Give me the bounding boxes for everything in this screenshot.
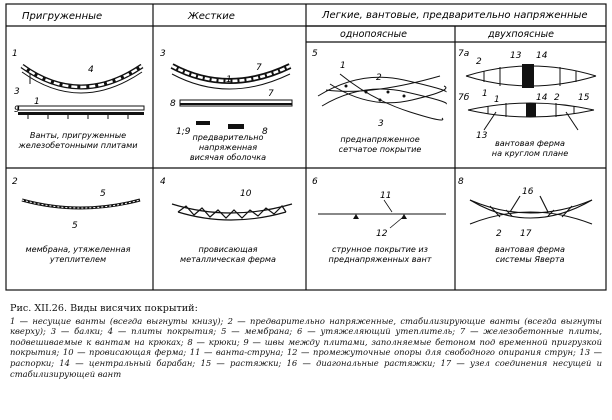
- label: 2: [496, 229, 502, 239]
- header-col1: Пригруженные: [22, 11, 102, 22]
- figure-caption: Рис. XII.26. Виды висячих покрытий: 1 — …: [10, 303, 602, 379]
- label: 10: [240, 189, 252, 199]
- panel-caption-line: утеплителем: [49, 254, 106, 264]
- header-col3a: однопоясные: [340, 29, 407, 40]
- panel-number: 1: [12, 49, 18, 59]
- caption-title: Рис. XII.26. Виды висячих покрытий:: [10, 303, 198, 314]
- panel-caption-line: на круглом плане: [492, 148, 568, 158]
- label: 3: [14, 87, 20, 97]
- label: 5: [100, 189, 106, 199]
- header-col3: Легкие, вантовые, предварительно напряже…: [321, 10, 588, 21]
- panel-number: 5: [312, 49, 318, 59]
- label: 4: [88, 65, 94, 75]
- caption-legend: 1 — несущие ванты (всегда выгнуты книзу)…: [10, 315, 602, 379]
- label: 17: [520, 229, 532, 239]
- figure-panels: Пригруженные Жесткие Легкие, вантовые, п…: [5, 3, 607, 291]
- panel-1: 1 4 3 1 9 Ванты, пригруженные железобето…: [12, 49, 145, 150]
- panel-caption-line: металлическая ферма: [180, 254, 276, 264]
- panel-number: 7a: [458, 49, 469, 59]
- panel-2: 2 5 5 мембрана, утяжеленная утеплителем: [12, 177, 141, 264]
- panel-caption-line: напряженная: [199, 142, 257, 152]
- panel-number: 3: [160, 49, 166, 59]
- panel-caption-line: Ванты, пригруженные: [30, 130, 126, 140]
- label: 7: [256, 63, 262, 73]
- panel-5: 5 1 2 3 преднапряженное сетчатое покрыти…: [312, 49, 447, 154]
- panel-caption-line: предварительно: [192, 132, 263, 142]
- panel-caption-line: преднапряженное: [340, 134, 419, 144]
- label: 13: [476, 131, 488, 141]
- label: 1;9: [176, 127, 191, 137]
- label: 12: [376, 229, 388, 239]
- panel-caption-line: преднапряженных вант: [329, 254, 432, 264]
- label: 1: [494, 95, 500, 105]
- panel-caption-line: вантовая ферма: [495, 138, 565, 148]
- label: 3: [378, 119, 384, 129]
- panel-7: 7a 2 13 14 1 7б 1 14 2 15 13 вантовая фе…: [458, 49, 597, 158]
- panel-caption-line: вантовая ферма: [495, 244, 565, 254]
- header-col3b: двухпоясные: [487, 29, 554, 40]
- label: 5: [72, 221, 78, 231]
- header-col2: Жесткие: [187, 11, 235, 22]
- label: 14: [536, 51, 548, 61]
- panel-3: 3 1 7 8 1;9 7 8 предварительно напряженн…: [160, 49, 293, 162]
- label: 2: [476, 57, 482, 67]
- panel-caption-line: висячая оболочка: [190, 152, 266, 162]
- label: 16: [522, 187, 534, 197]
- label: 14: [536, 93, 548, 103]
- panel-number: 6: [312, 177, 318, 187]
- panel-6: 6 11 12 струнное покрытие из преднапряже…: [312, 177, 446, 264]
- label: 1: [226, 75, 232, 85]
- label: 1: [482, 89, 488, 99]
- panel-number: 4: [160, 177, 166, 187]
- panel-number: 2: [12, 177, 18, 187]
- label: 1: [340, 61, 346, 71]
- label: 7б: [458, 93, 470, 103]
- panel-caption-line: железобетонными плитами: [18, 140, 138, 150]
- panel-caption-line: сетчатое покрытие: [339, 144, 422, 154]
- panel-caption-line: системы Яверта: [495, 254, 564, 264]
- panel-number: 8: [458, 177, 464, 187]
- label: 7: [268, 89, 274, 99]
- panel-caption-line: мембрана, утяжеленная: [26, 244, 131, 254]
- panel-4: 4 10 провисающая металлическая ферма: [160, 177, 293, 264]
- panel-caption-line: струнное покрытие из: [332, 244, 428, 254]
- panel-8: 8 16 2 17 вантовая ферма системы Яверта: [458, 177, 593, 264]
- panel-caption-line: провисающая: [198, 244, 257, 254]
- label: 8: [170, 99, 176, 109]
- label: 1: [34, 97, 40, 107]
- label: 15: [578, 93, 590, 103]
- label: 8: [262, 127, 268, 137]
- label: 13: [510, 51, 522, 61]
- label: 11: [380, 191, 391, 201]
- label: 9: [14, 105, 20, 115]
- label: 2: [554, 93, 560, 103]
- label: 2: [376, 73, 382, 83]
